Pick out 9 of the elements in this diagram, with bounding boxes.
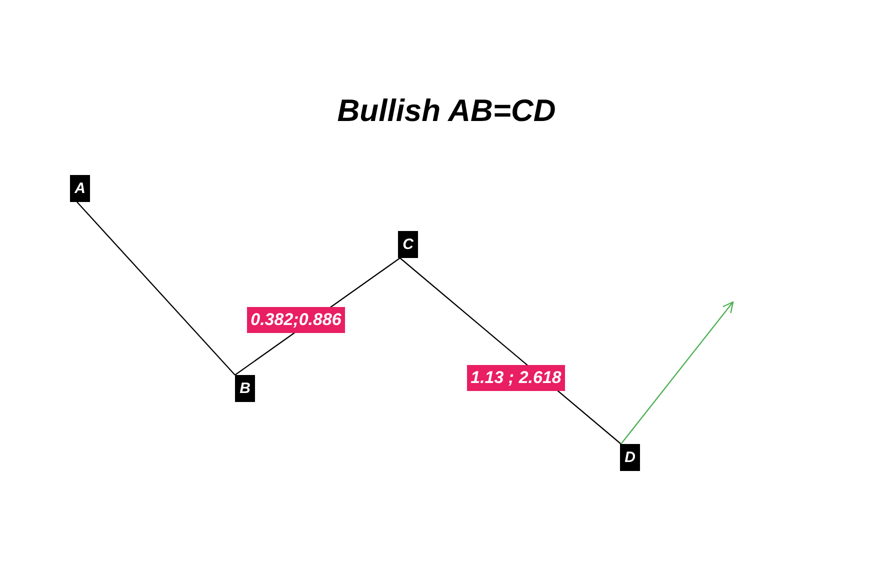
title: Bullish AB=CD: [337, 92, 556, 130]
point-label: A: [70, 175, 90, 202]
arrow: [620, 301, 734, 444]
ratio-label: 0.382;0.886: [246, 307, 346, 333]
ratio-label: 1.13 ; 2.618: [466, 365, 566, 391]
price-leg-line: [76, 202, 236, 376]
point-label: C: [398, 231, 418, 258]
point-label: B: [235, 375, 255, 402]
point-label: D: [620, 444, 640, 471]
